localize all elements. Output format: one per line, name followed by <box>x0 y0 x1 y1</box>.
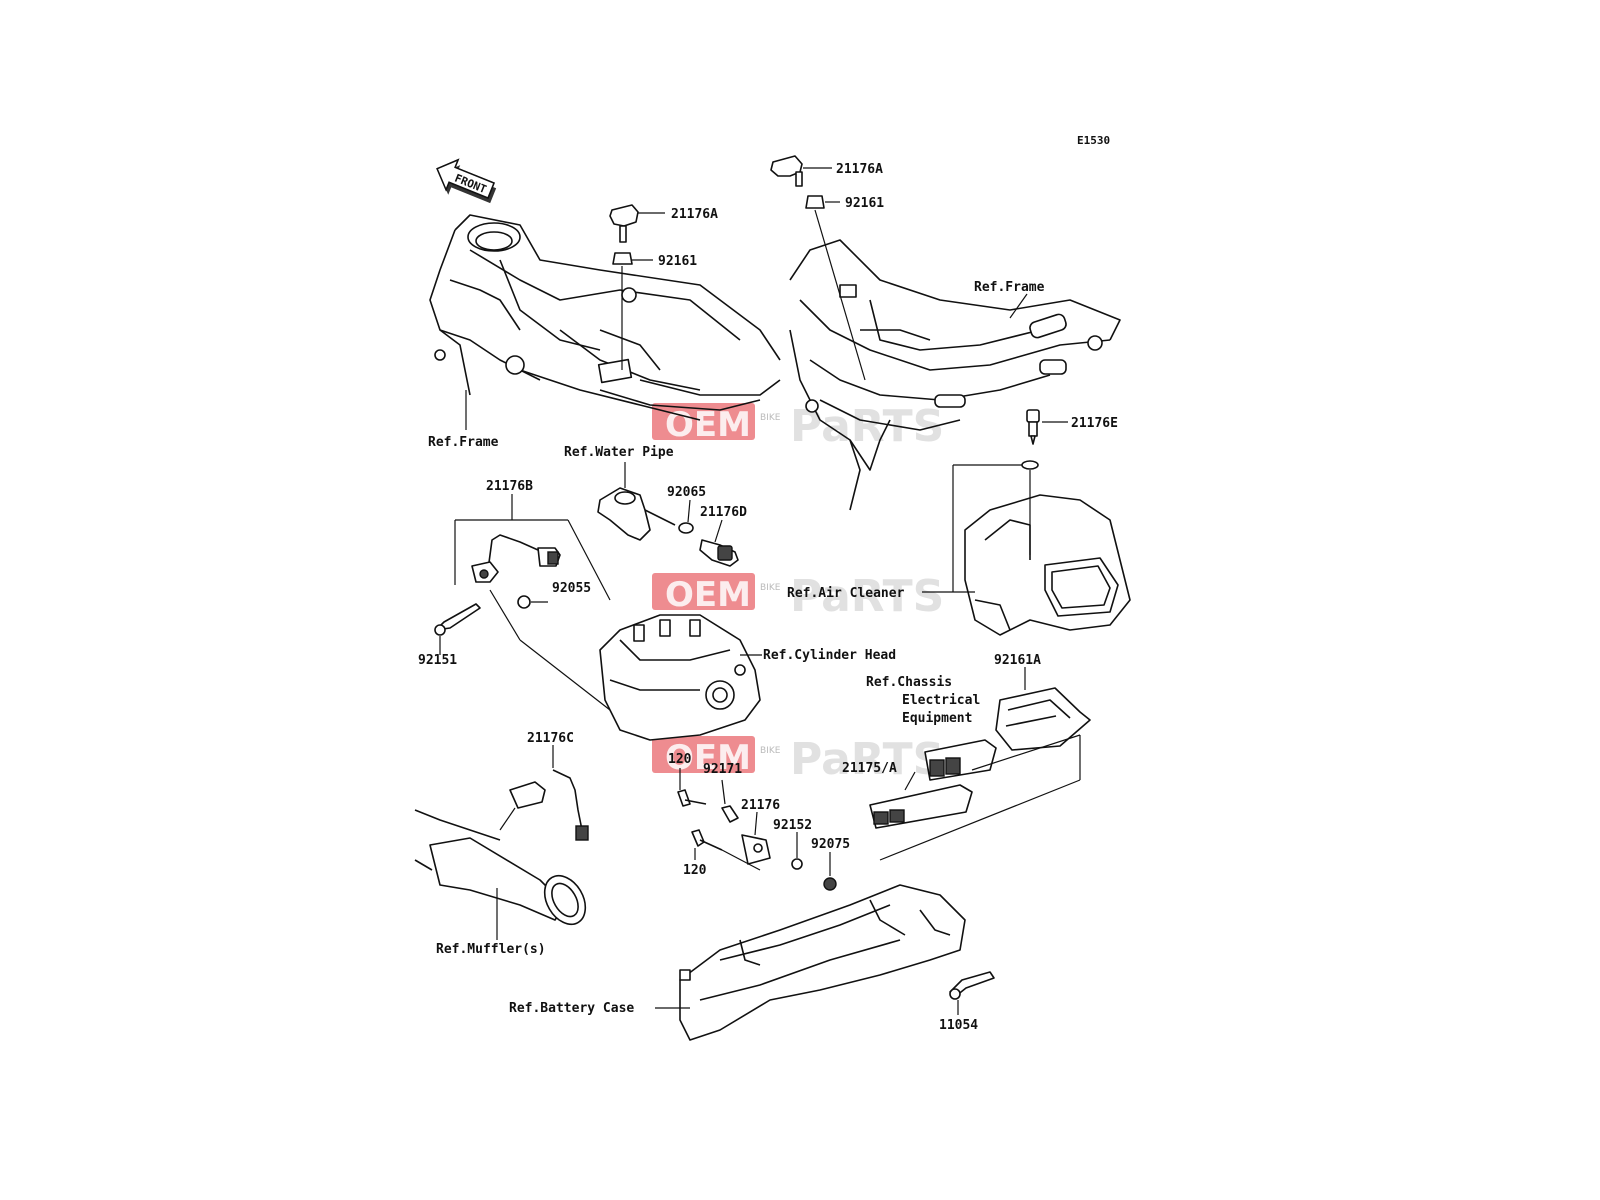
svg-text:PaRTS: PaRTS <box>790 571 944 622</box>
part-number-21176A-right[interactable]: 21176A <box>836 162 883 177</box>
part-number-21176C[interactable]: 21176C <box>527 731 574 746</box>
ref-chassis-label-1: Ref.Chassis <box>866 675 952 690</box>
sensor-21176E-drawing <box>1026 409 1068 445</box>
svg-text:PaRTS: PaRTS <box>790 734 944 785</box>
svg-text:OEM: OEM <box>665 738 751 778</box>
sensor-21176A-right-drawing <box>770 155 866 381</box>
sensor-21176-drawing <box>677 768 837 891</box>
part-number-92161-right[interactable]: 92161 <box>845 196 884 211</box>
part-number-92161A[interactable]: 92161A <box>994 653 1041 668</box>
ref-chassis-label-2: Electrical <box>902 693 980 708</box>
ref-chassis-label-3: Equipment <box>902 711 972 726</box>
part-number-21176E[interactable]: 21176E <box>1071 416 1118 431</box>
part-number-21176A-left[interactable]: 21176A <box>671 207 718 222</box>
ref-battery-case-label: Ref.Battery Case <box>509 1001 634 1016</box>
ref-cylinder-head-label: Ref.Cylinder Head <box>763 648 896 663</box>
sensor-21176B-drawing <box>434 494 611 711</box>
water-pipe-drawing <box>597 462 739 567</box>
part-number-92171[interactable]: 92171 <box>703 762 742 777</box>
part-number-92152[interactable]: 92152 <box>773 818 812 833</box>
part-number-92055[interactable]: 92055 <box>552 581 591 596</box>
front-arrow-icon: FRONT <box>436 158 497 204</box>
part-number-92065[interactable]: 92065 <box>667 485 706 500</box>
muffler-drawing <box>414 745 589 940</box>
part-number-92161-left[interactable]: 92161 <box>658 254 697 269</box>
svg-text:OEM: OEM <box>665 405 751 445</box>
sensor-21176A-left-drawing <box>609 204 665 370</box>
ref-frame-left-label: Ref.Frame <box>428 435 499 450</box>
diagram-code: E1530 <box>1077 134 1110 147</box>
watermark-bottom: OEM BIKE PaRTS <box>652 734 944 785</box>
right-frame-drawing <box>789 239 1121 511</box>
watermark-middle: OEM BIKE PaRTS <box>652 571 944 622</box>
air-cleaner-drawing <box>922 460 1131 636</box>
part-number-120-bottom[interactable]: 120 <box>683 863 707 878</box>
ref-air-cleaner-label: Ref.Air Cleaner <box>787 586 905 601</box>
cylinder-head-drawing <box>599 614 762 741</box>
svg-text:BIKE: BIKE <box>760 413 781 423</box>
left-frame-drawing <box>429 214 781 430</box>
svg-text:OEM: OEM <box>665 575 751 615</box>
svg-text:BIKE: BIKE <box>760 746 781 756</box>
ecu-drawing <box>869 667 1091 861</box>
ref-frame-right-label: Ref.Frame <box>974 280 1045 295</box>
part-number-21176D[interactable]: 21176D <box>700 505 747 520</box>
battery-case-drawing <box>655 884 995 1041</box>
svg-text:BIKE: BIKE <box>760 583 781 593</box>
ref-water-pipe-label: Ref.Water Pipe <box>564 445 674 460</box>
part-number-92075[interactable]: 92075 <box>811 837 850 852</box>
part-number-21176B[interactable]: 21176B <box>486 479 533 494</box>
part-number-21176[interactable]: 21176 <box>741 798 780 813</box>
part-number-21175A[interactable]: 21175/A <box>842 761 897 776</box>
ref-muffler-label: Ref.Muffler(s) <box>436 942 546 957</box>
part-number-92151[interactable]: 92151 <box>418 653 457 668</box>
part-number-120-top[interactable]: 120 <box>668 752 692 767</box>
part-number-11054[interactable]: 11054 <box>939 1018 978 1033</box>
